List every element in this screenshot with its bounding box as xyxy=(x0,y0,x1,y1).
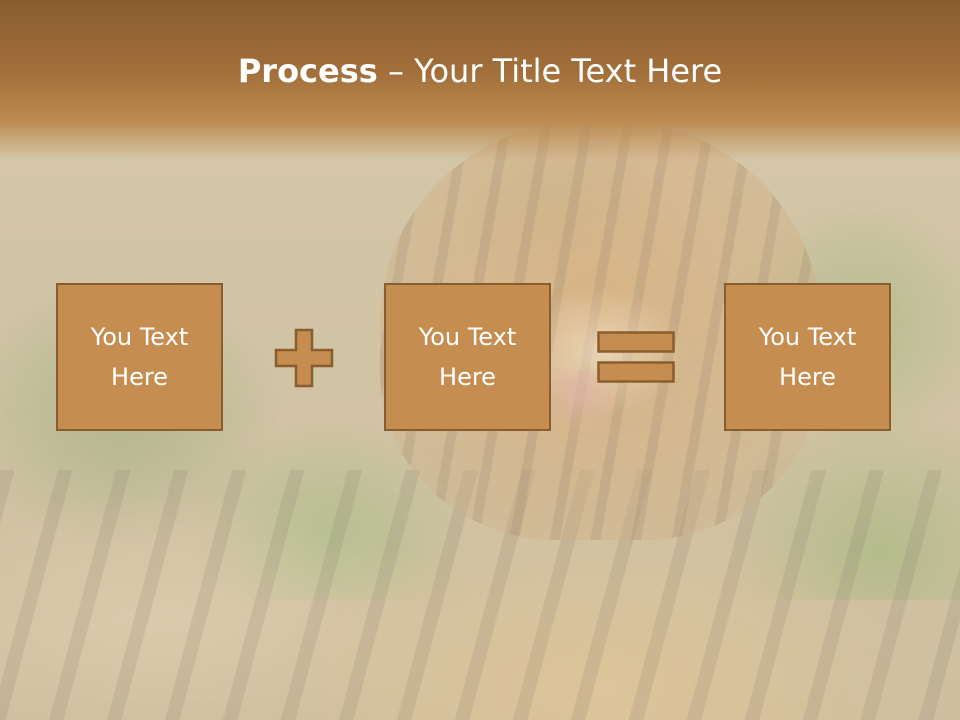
process-box-2[interactable]: You Text Here xyxy=(384,283,551,431)
process-box-1-text: You Text Here xyxy=(90,323,189,391)
title-bold-part: Process xyxy=(237,52,378,90)
title-rest-part: – Your Title Text Here xyxy=(377,52,723,90)
process-box-1[interactable]: You Text Here xyxy=(56,283,223,431)
equals-icon xyxy=(597,331,675,383)
process-box-3[interactable]: You Text Here xyxy=(724,283,891,431)
plus-icon xyxy=(274,328,334,388)
process-box-3-text: You Text Here xyxy=(758,323,857,391)
title-band xyxy=(0,0,960,160)
slide-title[interactable]: Process – Your Title Text Here xyxy=(0,52,960,90)
process-box-2-text: You Text Here xyxy=(418,323,517,391)
